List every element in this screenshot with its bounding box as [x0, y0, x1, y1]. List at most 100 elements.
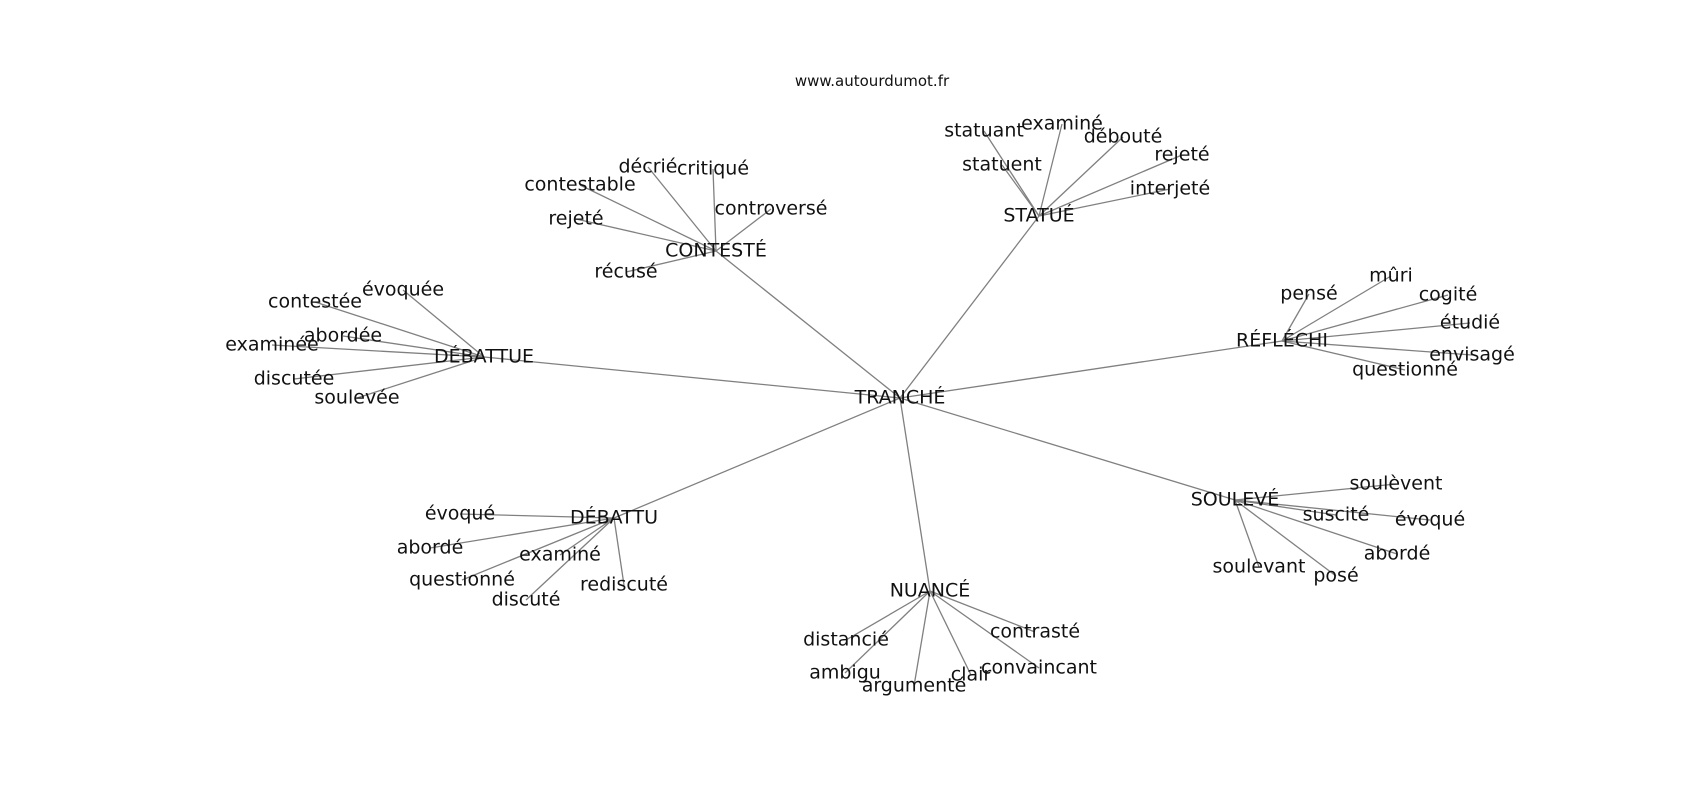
edge-debattue-discutee	[293, 356, 485, 380]
node-word-nuance-argumente[interactable]: argumenté	[862, 675, 967, 697]
edge-root-nuance	[899, 397, 931, 592]
node-word-debattu-discute[interactable]: discuté	[492, 589, 561, 611]
edge-root-debattu	[613, 397, 901, 519]
edge-conteste-controverse	[715, 208, 772, 252]
edge-nuance-ambigu	[844, 590, 931, 674]
edge-debattue-contestee	[314, 301, 485, 358]
node-word-reflechi-envisage[interactable]: envisagé	[1429, 344, 1515, 366]
node-word-reflechi-etudie[interactable]: étudié	[1440, 312, 1500, 334]
node-word-souleve-suscite[interactable]: suscité	[1303, 504, 1370, 526]
node-word-debattu-rediscute[interactable]: rediscuté	[580, 574, 668, 596]
node-word-statue-deboute[interactable]: débouté	[1084, 126, 1163, 148]
graph-edges	[271, 123, 1473, 687]
node-word-statue-rejete[interactable]: rejeté	[1154, 144, 1209, 166]
node-word-nuance-contraste[interactable]: contrasté	[990, 621, 1080, 643]
edge-debattu-examine	[559, 517, 615, 556]
edge-root-souleve	[899, 397, 1236, 501]
edge-nuance-distancie	[845, 590, 931, 641]
node-hub-debattu[interactable]: DÉBATTU	[570, 506, 658, 529]
edge-conteste-critique	[712, 168, 717, 252]
node-hub-nuance[interactable]: NUANCÉ	[890, 579, 971, 602]
node-word-conteste-decrie[interactable]: décrié	[619, 156, 678, 178]
node-word-reflechi-questionne[interactable]: questionné	[1352, 359, 1458, 381]
edge-souleve-evoque	[1234, 499, 1431, 521]
node-word-debattue-soulevee[interactable]: soulevée	[314, 387, 399, 409]
node-word-souleve-soulevent[interactable]: soulèvent	[1350, 473, 1443, 495]
edge-conteste-recuse	[625, 250, 717, 273]
node-word-debattu-examine[interactable]: examiné	[519, 544, 601, 566]
node-word-debattue-abordee[interactable]: abordée	[304, 325, 382, 347]
node-hub-debattue[interactable]: DÉBATTUE	[434, 345, 534, 368]
node-word-nuance-ambigu[interactable]: ambigu	[809, 662, 881, 684]
edge-debattu-evoque	[459, 513, 615, 519]
node-word-conteste-critique[interactable]: critiqué	[677, 158, 749, 180]
node-word-souleve-pose[interactable]: posé	[1313, 565, 1358, 587]
edge-souleve-soulevant	[1234, 499, 1260, 568]
edge-reflechi-cogite	[1281, 294, 1449, 342]
node-root[interactable]: TRANCHÉ	[854, 386, 946, 409]
node-word-debattu-evoque[interactable]: évoqué	[425, 503, 495, 525]
node-hub-statue[interactable]: STATUÉ	[1003, 204, 1074, 227]
node-word-conteste-controverse[interactable]: controversé	[715, 198, 828, 220]
edge-statue-interjete	[1038, 188, 1171, 217]
edge-conteste-contestable	[579, 184, 717, 252]
node-word-souleve-soulevant[interactable]: soulevant	[1213, 556, 1306, 578]
source-url[interactable]: www.autourdumot.fr	[795, 72, 950, 90]
edge-souleve-aborde	[1234, 499, 1398, 555]
edge-reflechi-pense	[1281, 293, 1310, 342]
node-word-statue-interjete[interactable]: interjeté	[1130, 178, 1210, 200]
edge-debattu-discute	[525, 517, 615, 601]
edge-debattue-soulevee	[356, 356, 485, 399]
edge-statue-rejete	[1038, 154, 1183, 217]
node-word-nuance-clair[interactable]: clair	[951, 664, 992, 686]
node-word-reflechi-cogite[interactable]: cogité	[1419, 284, 1478, 306]
edge-root-debattue	[483, 356, 901, 399]
edge-debattu-questionne	[461, 517, 615, 581]
node-word-debattue-contestee[interactable]: contestée	[268, 291, 362, 313]
edge-conteste-decrie	[647, 166, 717, 252]
node-word-conteste-recuse[interactable]: récusé	[594, 261, 657, 283]
node-word-debattu-questionne[interactable]: questionné	[409, 569, 515, 591]
node-word-debattue-examinee[interactable]: examinée	[225, 334, 318, 356]
node-word-souleve-aborde[interactable]: abordé	[1364, 543, 1431, 565]
node-word-debattu-aborde[interactable]: abordé	[397, 537, 464, 559]
edge-statue-examine	[1038, 123, 1063, 217]
edge-nuance-clair	[929, 590, 972, 676]
node-word-reflechi-pense[interactable]: pensé	[1280, 283, 1337, 305]
node-hub-reflechi[interactable]: RÉFLÉCHI	[1236, 329, 1328, 352]
node-word-nuance-distancie[interactable]: distancié	[803, 629, 889, 651]
node-hub-souleve[interactable]: SOULEVÉ	[1191, 488, 1280, 511]
node-word-statue-examine[interactable]: examiné	[1021, 113, 1103, 135]
edge-reflechi-questionne	[1281, 340, 1406, 371]
edge-root-reflechi	[899, 340, 1283, 399]
edge-nuance-argumente	[913, 590, 931, 687]
node-word-debattue-discutee[interactable]: discutée	[254, 368, 335, 390]
edge-reflechi-muri	[1281, 275, 1392, 342]
edge-reflechi-etudie	[1281, 322, 1471, 342]
edge-debattue-evoquee	[402, 289, 485, 358]
edge-root-conteste	[715, 250, 901, 399]
edge-nuance-convaincant	[929, 590, 1040, 669]
edge-nuance-contraste	[929, 590, 1036, 633]
edge-debattue-examinee	[271, 344, 485, 358]
edge-souleve-suscite	[1234, 499, 1337, 516]
node-word-souleve-evoque[interactable]: évoqué	[1395, 509, 1465, 531]
edge-debattue-abordee	[342, 335, 485, 358]
edge-souleve-soulevent	[1234, 483, 1397, 501]
node-word-conteste-rejete[interactable]: rejeté	[548, 208, 603, 230]
node-word-debattue-evoquee[interactable]: évoquée	[362, 279, 444, 301]
node-word-conteste-contestable[interactable]: contestable	[524, 174, 635, 196]
edge-debattu-rediscute	[613, 517, 625, 586]
edge-souleve-pose	[1234, 499, 1337, 577]
edge-reflechi-envisage	[1281, 340, 1473, 356]
edge-statue-statuant	[983, 130, 1040, 217]
edge-conteste-rejete	[575, 218, 717, 252]
node-word-reflechi-muri[interactable]: mûri	[1369, 265, 1413, 287]
edge-debattu-aborde	[429, 517, 615, 549]
node-hub-conteste[interactable]: CONTESTÉ	[665, 239, 767, 262]
node-word-statue-statuent[interactable]: statuent	[962, 154, 1042, 176]
node-word-statue-statuant[interactable]: statuant	[944, 120, 1024, 142]
node-word-nuance-convaincant[interactable]: convaincant	[981, 657, 1097, 679]
